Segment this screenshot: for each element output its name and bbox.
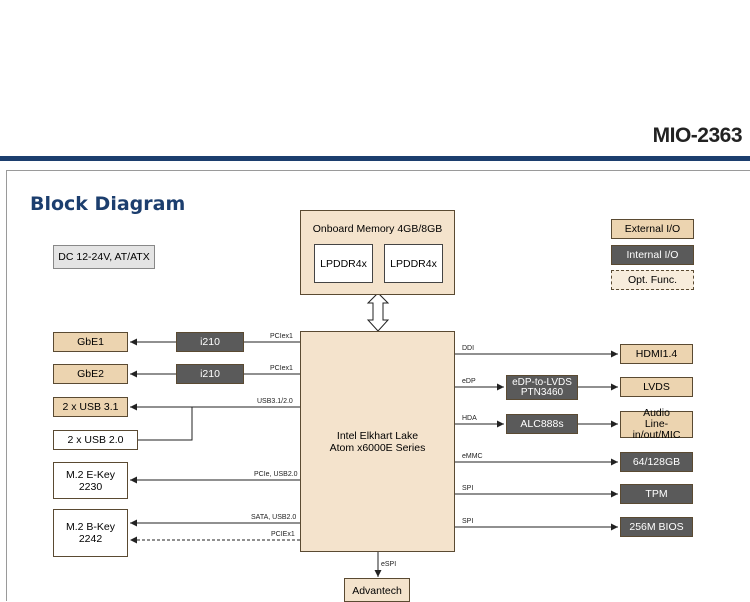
audio-line-2: Line-in/out/MIC	[632, 418, 681, 441]
lpddr4x-chip-1: LPDDR4x	[314, 244, 373, 283]
gbe1-port: GbE1	[53, 332, 128, 352]
signal-spi-2: SPI	[462, 518, 474, 525]
memory-title: Onboard Memory 4GB/8GB	[312, 223, 443, 235]
edp-bridge-line-1: eDP-to-LVDS	[512, 376, 572, 388]
legend-external-io: External I/O	[611, 219, 694, 239]
legend-internal-io: Internal I/O	[611, 245, 694, 265]
gbe2-port: GbE2	[53, 364, 128, 384]
m2-bkey-slot: M.2 B-Key 2242	[53, 509, 128, 557]
m2-ekey-line-2: 2230	[78, 480, 103, 493]
m2-ekey-line-1: M.2 E-Key	[65, 468, 115, 481]
edp-bridge-line-2: PTN3460	[520, 386, 564, 398]
signal-pcie-usb: PCIe, USB2.0	[254, 471, 298, 478]
diagram-frame	[6, 170, 750, 601]
i210-controller-2: i210	[176, 364, 244, 384]
signal-sata-usb: SATA, USB2.0	[251, 514, 297, 521]
memory-bus-arrow	[366, 292, 390, 332]
line-usb20	[138, 407, 193, 441]
signal-ddi: DDI	[462, 345, 475, 352]
signal-pciex1-b: PCIex1	[270, 365, 293, 372]
lvds-port: LVDS	[620, 377, 693, 397]
signal-usb: USB3.1/2.0	[257, 398, 293, 405]
cpu-block: Intel Elkhart Lake Atom x6000E Series	[300, 331, 455, 552]
usb31-ports: 2 x USB 3.1	[53, 397, 128, 417]
power-input: DC 12-24V, AT/ATX	[53, 245, 155, 269]
advantech-ec-block: Advantech	[344, 578, 410, 602]
edp-to-lvds-bridge: eDP-to-LVDS PTN3460	[506, 375, 578, 400]
emmc-storage: 64/128GB	[620, 452, 693, 472]
signal-hda: HDA	[462, 415, 477, 422]
i210-controller-1: i210	[176, 332, 244, 352]
signal-emmc: eMMC	[462, 453, 483, 460]
bios-chip: 256M BIOS	[620, 517, 693, 537]
signal-edp: eDP	[462, 378, 476, 385]
diagram-title: Block Diagram	[30, 193, 186, 215]
ec-label: Advantech	[352, 585, 402, 597]
signal-espi: eSPI	[381, 561, 397, 568]
audio-port: Audio Line-in/out/MIC	[620, 407, 693, 441]
usb20-ports: 2 x USB 2.0	[53, 430, 138, 450]
m2-bkey-line-1: M.2 B-Key	[65, 521, 115, 533]
m2-ekey-slot: M.2 E-Key 2230	[53, 462, 128, 499]
cpu-line-2: Atom x6000E Series	[329, 441, 426, 454]
cpu-line-1: Intel Elkhart Lake	[336, 429, 419, 442]
header-rule	[0, 156, 750, 161]
model-number: MIO-2363	[652, 124, 743, 147]
m2-bkey-line-2: 2242	[78, 533, 103, 545]
legend-optional-function: Opt. Func.	[611, 270, 694, 290]
signal-spi-1: SPI	[462, 485, 474, 492]
tpm-chip: TPM	[620, 484, 693, 504]
hdmi-port: HDMI1.4	[620, 344, 693, 364]
audio-line-1: Audio	[643, 407, 670, 419]
lpddr4x-chip-2: LPDDR4x	[384, 244, 443, 283]
signal-pciex1-c: PCIEx1	[271, 531, 295, 538]
signal-pciex1-a: PCIex1	[270, 333, 293, 340]
alc888s-codec: ALC888s	[506, 414, 578, 434]
